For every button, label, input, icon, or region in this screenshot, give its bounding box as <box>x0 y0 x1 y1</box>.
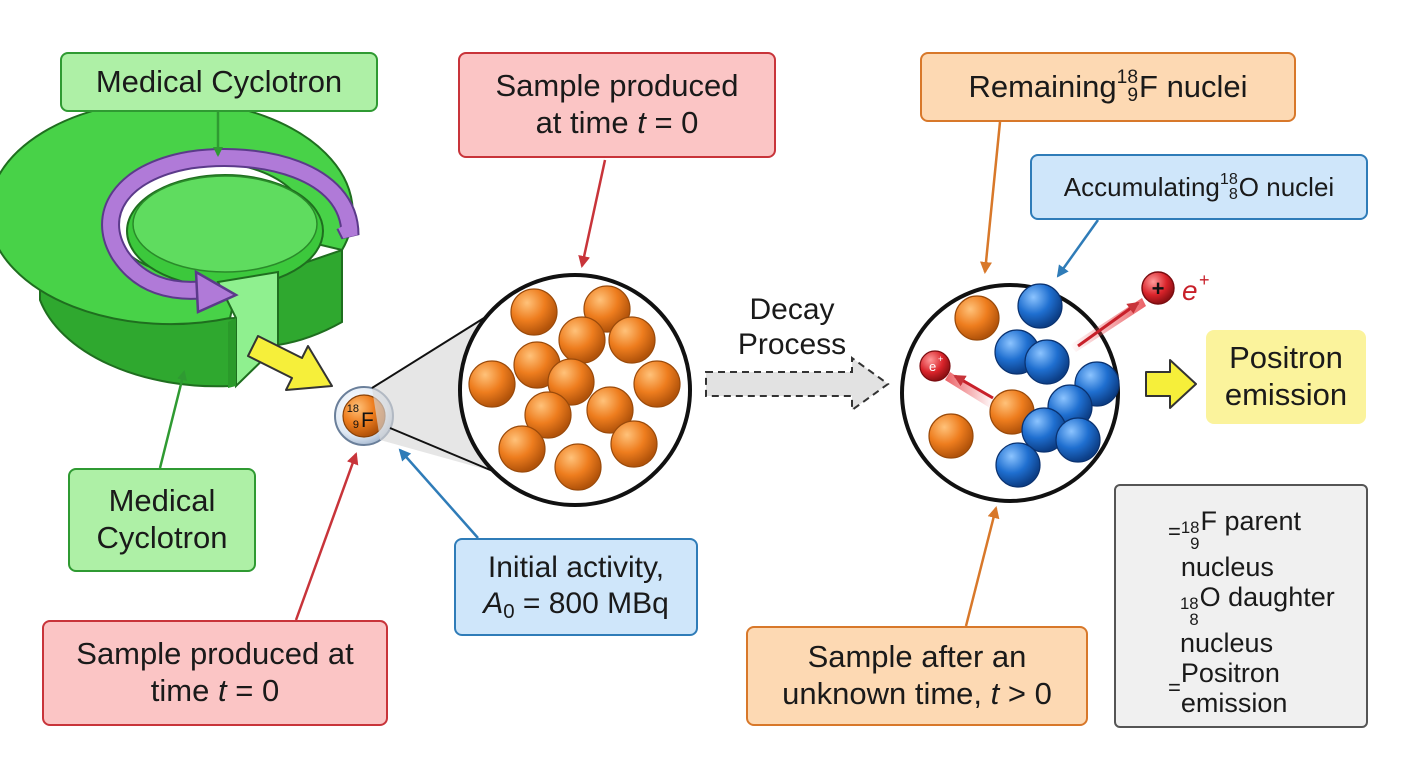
positron-inner-sup: + <box>938 354 943 364</box>
arrow-cyclotron-bottom <box>158 370 187 469</box>
nucleus-f <box>558 316 606 364</box>
nucleus-f <box>608 316 656 364</box>
fluorine-atomic: 9 <box>353 419 359 431</box>
label-initial-activity: Initial activity, A0 = 800 MBq <box>454 538 698 636</box>
arrow-activity <box>398 448 479 539</box>
positron-escaping-icon <box>1141 271 1175 305</box>
positron-icon <box>919 350 951 382</box>
arrow-sample-top <box>578 159 607 268</box>
positron-inner-label: e <box>929 359 936 374</box>
nucleus-f <box>928 413 974 459</box>
arrow-to-positron-emission <box>1145 359 1197 409</box>
positron-label-sup: + <box>1199 270 1210 290</box>
nucleus-f <box>498 425 546 473</box>
label-sample-produced-top: Sample produced at time t = 0 <box>458 52 776 158</box>
label-cyclotron-bottom: Medical Cyclotron <box>68 468 256 572</box>
nucleus-o <box>1055 417 1101 463</box>
nucleus-f <box>468 360 516 408</box>
nucleus-f <box>547 358 595 406</box>
nucleus-o <box>1024 339 1070 385</box>
positron-plus-sign: + <box>1152 276 1165 301</box>
label-positron-emission: Positron emission <box>1206 330 1366 424</box>
legend-item-positron: = Positron emission <box>1168 658 1288 719</box>
arrow-remaining <box>980 121 1002 274</box>
initial-sample-circle <box>458 273 692 507</box>
nucleus-f <box>954 295 1000 341</box>
decay-arrow <box>705 356 890 412</box>
nucleus-f <box>554 443 602 491</box>
label-cyclotron-top: Medical Cyclotron <box>60 52 378 112</box>
cyclotron-icon <box>0 99 360 389</box>
nucleus-f <box>510 288 558 336</box>
label-decay-process: Decay Process <box>737 293 847 362</box>
arrow-after <box>964 506 1000 627</box>
label-sample-after: Sample after an unknown time, t > 0 <box>746 626 1088 726</box>
arrow-sample-bottom <box>294 452 359 621</box>
arrow-accumulating <box>1056 219 1100 278</box>
decayed-sample-circle: e + <box>900 283 1146 503</box>
nucleus-o <box>1017 283 1063 329</box>
arrow-cyclotron-to-sample <box>247 335 333 391</box>
nucleus-f <box>524 391 572 439</box>
nucleus-f <box>633 360 681 408</box>
fluorine-symbol: F <box>361 409 374 432</box>
positron-label: e <box>1182 275 1198 306</box>
nucleus-f <box>583 285 631 333</box>
nucleus-o <box>995 442 1041 488</box>
label-sample-produced-bottom: Sample produced at time t = 0 <box>42 620 388 726</box>
nucleus-f <box>586 386 634 434</box>
nucleus-f <box>610 420 658 468</box>
fluorine-mass: 18 <box>347 403 359 415</box>
